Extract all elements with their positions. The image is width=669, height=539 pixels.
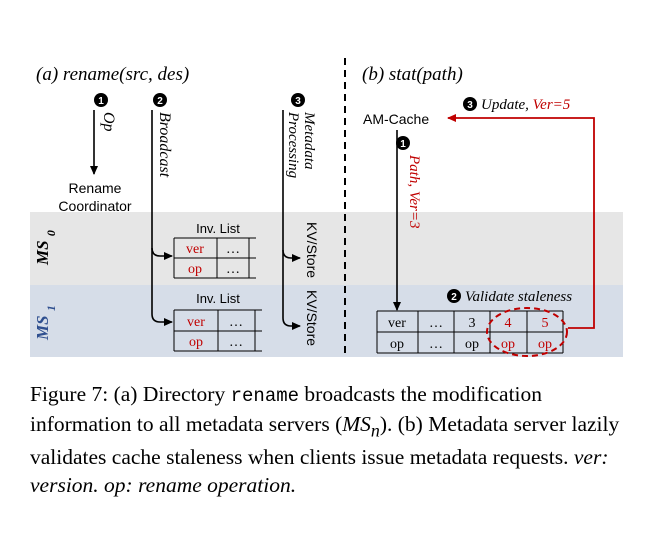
- panel-a-title: (a) rename(src, des): [36, 64, 189, 85]
- vt-r2-c3: op: [465, 337, 479, 352]
- vt-r2-c1: op: [390, 337, 404, 352]
- update-label: Update, Ver=5: [481, 97, 571, 113]
- figure-7-diagram: (a) rename(src, des) 1 2 3 Op Rename Coo…: [30, 58, 623, 357]
- inv-ms0-ver: ver: [186, 242, 204, 257]
- step-b1-badge: 1: [396, 136, 410, 150]
- svg-text:3: 3: [295, 96, 301, 107]
- step-a2-badge: 2: [153, 93, 167, 107]
- path-label: Path, Ver=3: [406, 154, 422, 228]
- inv-list-table-ms0: [173, 237, 256, 279]
- vt-r1-c2: …: [429, 316, 443, 331]
- metadata-label-1: Metadata: [301, 111, 317, 170]
- inv-ms1-ellipsis1: …: [229, 315, 243, 330]
- vt-r2-c2: …: [429, 337, 443, 352]
- kvstore-ms0: KV/Store: [304, 222, 320, 278]
- am-cache-label: AM-Cache: [363, 111, 429, 127]
- inv-ms1-ver: ver: [187, 315, 205, 330]
- kvstore-ms1: KV/Store: [304, 290, 320, 346]
- ms0-label: MS 0: [33, 230, 58, 266]
- inv-list-title-ms0: Inv. List: [196, 221, 240, 236]
- inv-list-title-ms1: Inv. List: [196, 291, 240, 306]
- vt-r2-c5: op: [538, 337, 552, 352]
- step-a3-badge: 3: [291, 93, 305, 107]
- update-arrow: [447, 114, 595, 329]
- inv-ms0-ellipsis2: …: [226, 262, 240, 277]
- svg-text:2: 2: [157, 96, 163, 107]
- svg-text:1: 1: [400, 139, 406, 150]
- ms0-band: [30, 212, 623, 285]
- rename-coordinator-line2: Coordinator: [58, 198, 131, 214]
- vt-r2-c4: op: [501, 337, 515, 352]
- validate-label: Validate staleness: [465, 289, 572, 305]
- broadcast-arrow-ms1: [151, 248, 173, 326]
- vt-r1-c1: ver: [388, 316, 406, 331]
- vt-r1-c5: 5: [542, 316, 549, 331]
- vt-r1-c4: 4: [505, 316, 512, 331]
- ms1-band: [30, 285, 623, 357]
- rename-coordinator-line1: Rename: [69, 180, 122, 196]
- step-b3-badge: 3: [463, 97, 477, 111]
- inv-list-table-ms1: [173, 309, 262, 352]
- svg-text:3: 3: [467, 100, 473, 111]
- figure-caption: Figure 7: (a) Directory rename broadcast…: [30, 382, 620, 497]
- metadata-label-2: Processing: [285, 111, 301, 179]
- inv-ms0-op: op: [188, 262, 202, 277]
- svg-text:2: 2: [451, 292, 457, 303]
- version-table: [376, 310, 564, 354]
- inv-ms1-op: op: [189, 335, 203, 350]
- step-a1-badge: 1: [94, 93, 108, 107]
- vt-r1-c3: 3: [469, 316, 476, 331]
- ms1-label: MS 1: [33, 305, 58, 341]
- op-label: Op: [100, 112, 117, 132]
- broadcast-label: Broadcast: [156, 112, 173, 178]
- panel-b-title: (b) stat(path): [362, 64, 463, 85]
- metadata-arrow-ms1: [282, 250, 301, 330]
- inv-ms0-ellipsis1: …: [226, 242, 240, 257]
- inv-ms1-ellipsis2: …: [229, 335, 243, 350]
- svg-text:1: 1: [98, 96, 104, 107]
- stale-highlight-ellipse: [486, 307, 568, 357]
- step-b2-badge: 2: [447, 289, 461, 303]
